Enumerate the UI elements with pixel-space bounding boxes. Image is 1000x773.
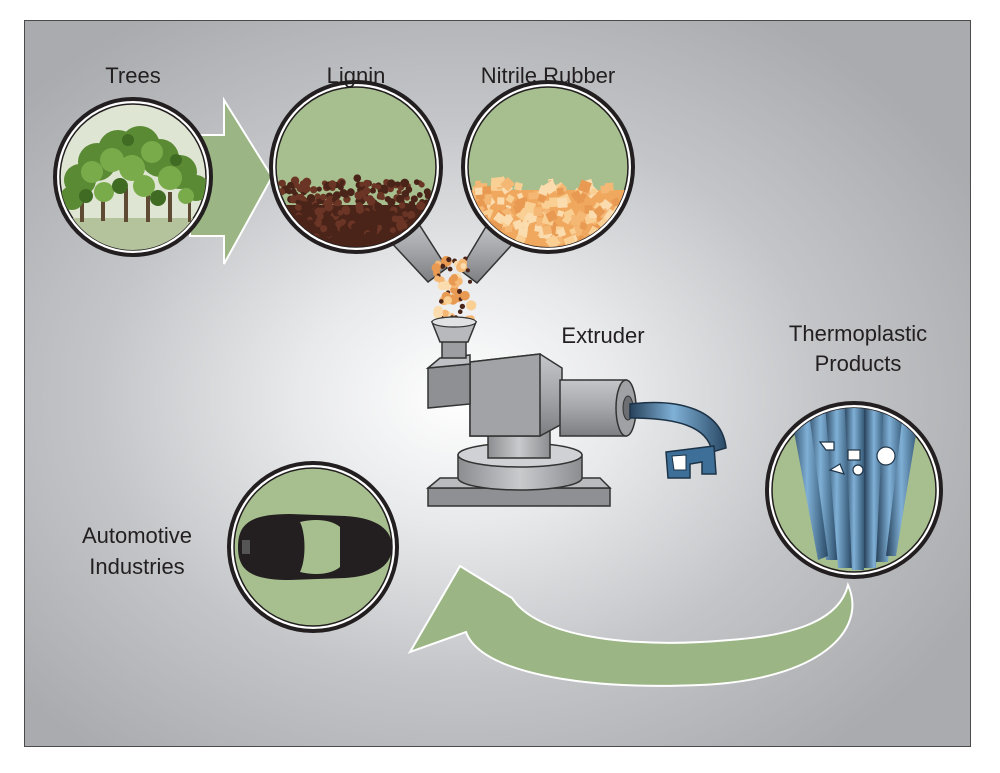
extruder-icon: [425, 316, 637, 507]
label-lignin: Lignin: [326, 63, 386, 88]
car-icon: [227, 461, 399, 633]
label-thermoplastic: Thermoplastic: [788, 321, 928, 346]
label-trees: Trees: [105, 63, 161, 88]
label-products: Products: [814, 351, 902, 376]
rubber-granules-icon: [461, 80, 635, 254]
arrow-products-to-automotive: [407, 564, 854, 687]
label-nitrile-rubber: Nitrile Rubber: [480, 63, 616, 88]
label-automotive: Automotive: [81, 523, 193, 548]
thermoplastic-profiles-icon: [765, 401, 943, 579]
lignin-granules-icon: [269, 80, 443, 254]
label-industries: Industries: [89, 554, 185, 579]
arrow-trees-to-lignin: [189, 96, 274, 265]
trees-icon: [53, 97, 213, 257]
label-extruder: Extruder: [561, 323, 645, 348]
extruded-profile-icon: [629, 401, 727, 479]
